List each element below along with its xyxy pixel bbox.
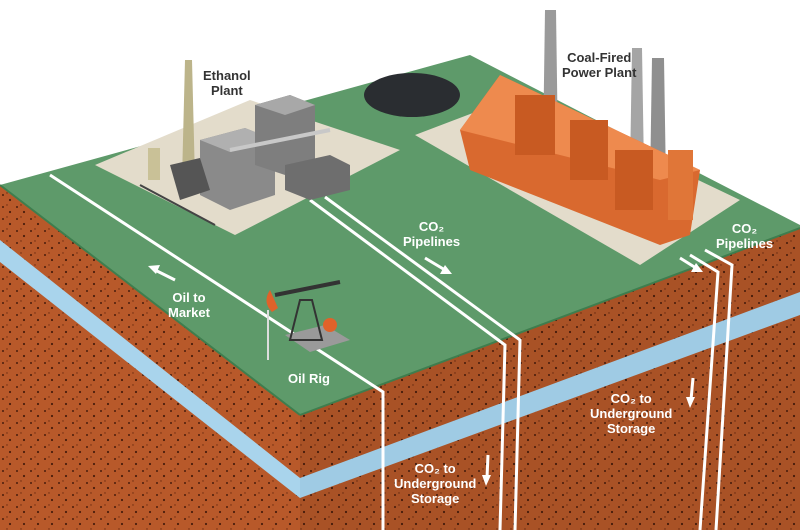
pipeline-oil-to-market [49,173,385,530]
label-line: Pipelines [403,234,461,249]
label-line: Market [168,305,210,320]
coal-fired-power-plant [460,10,700,245]
label-line: CO₂ [731,221,758,236]
soil-left-face [0,185,300,530]
label-line: Oil to [172,290,206,305]
ethanol-plant [139,60,350,226]
arrow-down-right-icon [424,256,452,274]
label-line: Pipelines [716,236,774,251]
label-line: Power Plant [562,65,637,80]
label-line: CO₂ to [414,461,456,476]
label-co2-pipelines-center: CO₂ Pipelines [403,219,460,249]
pipeline-ethanol-co2 [309,195,522,530]
label-ethanol-plant: Ethanol Plant [203,68,251,98]
label-line: Underground [394,476,477,491]
aquifer-layer-left [0,240,300,498]
label-line: Oil Rig [288,371,330,386]
label-coal-fired-power-plant: Coal-Fired Power Plant [562,50,636,80]
label-co2-storage-right: CO₂ to Underground Storage [590,391,672,436]
pipeline-coal-co2 [689,248,734,530]
label-line: Storage [410,491,460,506]
label-line: CO₂ [418,219,445,234]
label-line: Ethanol [203,68,251,83]
label-line: Underground [590,406,673,421]
label-line: Storage [606,421,656,436]
arrow-down-right-icon [679,256,703,272]
pump-jack-icon [266,280,350,360]
label-co2-pipelines-right: CO₂ Pipelines [716,221,773,251]
label-co2-storage-front: CO₂ to Underground Storage [394,461,476,506]
arrow-down-icon [482,454,491,486]
arrow-left-icon [148,265,176,282]
soil-right-face [300,228,800,530]
label-line: CO₂ to [610,391,652,406]
label-oil-rig: Oil Rig [288,371,330,386]
label-line: Coal-Fired [567,50,632,65]
label-line: Plant [210,83,243,98]
label-oil-to-market: Oil to Market [168,290,210,320]
coal-pile [364,73,460,117]
arrow-down-icon [686,377,695,408]
aquifer-layer-right [300,292,800,498]
